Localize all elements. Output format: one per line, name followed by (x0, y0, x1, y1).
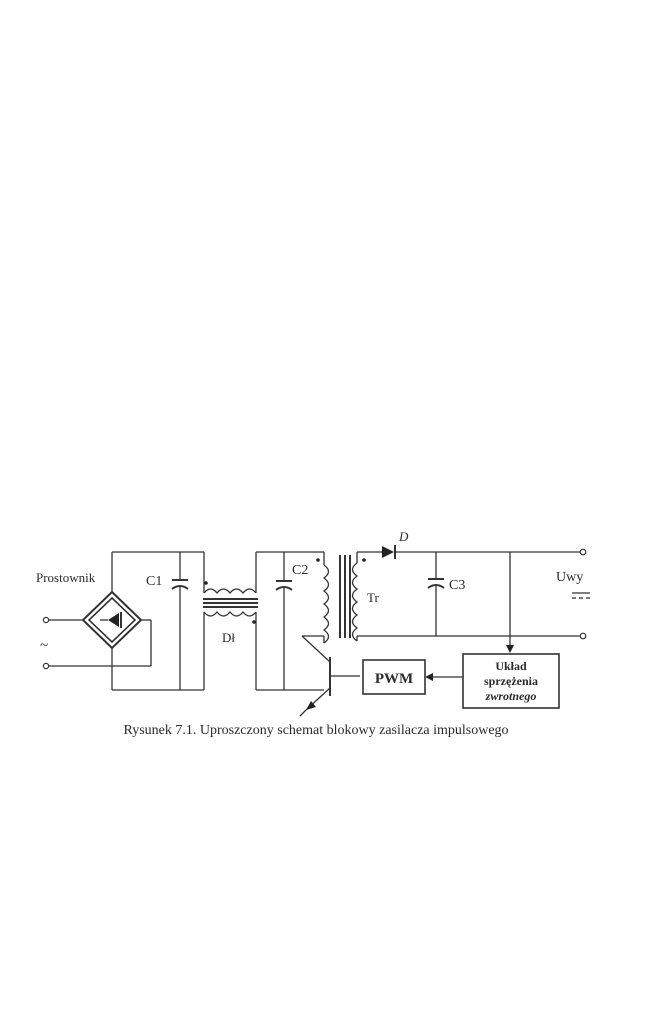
capacitor-c3: C3 (427, 552, 465, 636)
capacitor-c2: C2 (275, 552, 308, 690)
c1-label: C1 (146, 574, 162, 589)
switching-transistor (299, 657, 360, 717)
feedback-label-line2: sprzężenia (484, 674, 538, 688)
output-voltage-label: Uwy (556, 570, 583, 585)
dc-symbol (572, 592, 590, 599)
figure-caption: Rysunek 7.1. Uproszczony schemat blokowy… (123, 723, 508, 738)
c3-label: C3 (449, 578, 465, 593)
c2-label: C2 (292, 563, 308, 578)
rectifier-block: Prostownik ~ (36, 552, 152, 690)
diode-label: D (398, 529, 409, 544)
ac-symbol: ~ (40, 638, 48, 654)
transformer-tr: Tr (316, 552, 379, 644)
rectifier-label: Prostownik (36, 570, 96, 585)
feedback-label-line3: zwrotnego (485, 689, 537, 703)
feedback-label-line1: Układ (495, 659, 527, 673)
ac-input-terminal-top (42, 616, 50, 624)
capacitor-c1: C1 (146, 552, 189, 690)
diode-d: D (382, 529, 409, 559)
feedback-block: Układ sprzężenia zwrotnego (462, 653, 560, 709)
output-terminal-bottom (579, 632, 587, 640)
choke-dl: Dł (203, 552, 258, 690)
transformer-label: Tr (367, 590, 379, 605)
choke-label: Dł (222, 630, 235, 645)
ac-input-terminal-bottom (42, 662, 50, 670)
output-terminal-top (579, 548, 587, 556)
pwm-label: PWM (375, 671, 413, 687)
pwm-block: PWM (362, 659, 426, 695)
